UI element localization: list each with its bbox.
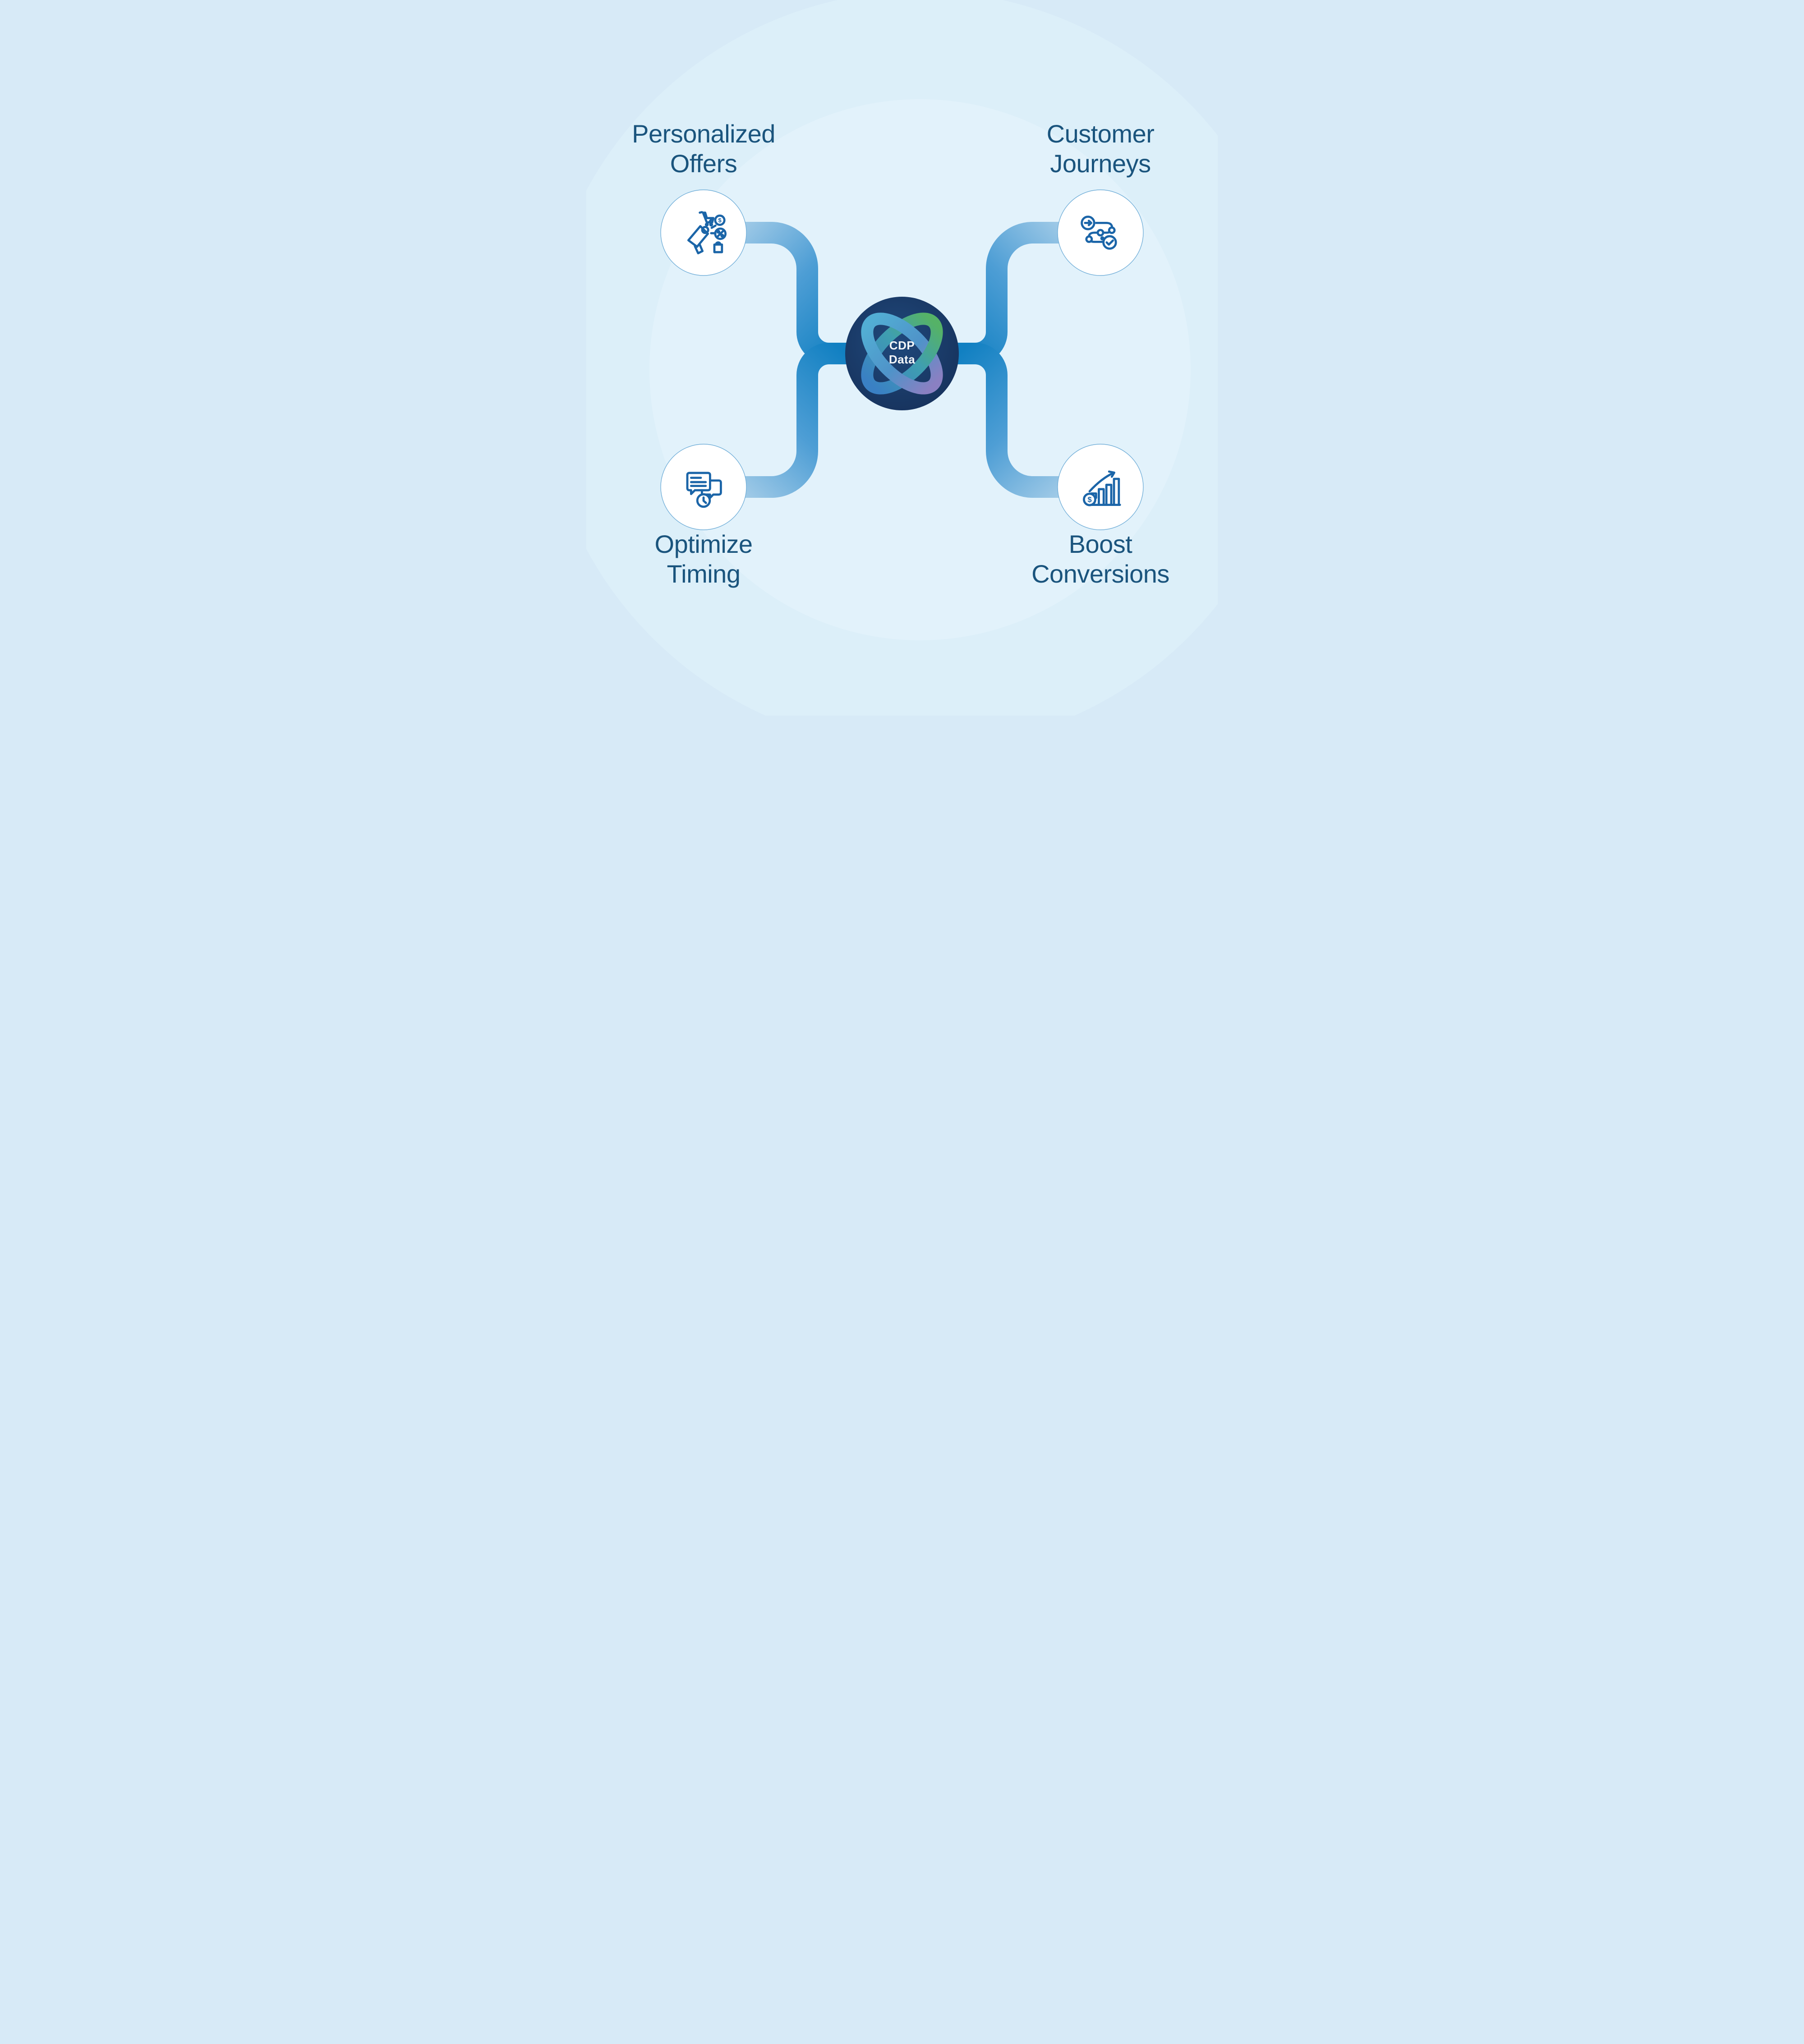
dollar-glyph: $ <box>1087 496 1092 504</box>
knot-ring-teal-purple <box>861 312 943 395</box>
label-line: Personalized <box>632 119 775 148</box>
center-hub <box>845 297 959 410</box>
node-label-optimize-timing: Optimize Timing <box>586 529 821 589</box>
label-line: Optimize <box>654 530 753 558</box>
chat-timing-icon <box>686 472 722 508</box>
connector-bottom-left <box>704 343 855 498</box>
node-label-customer-journeys: Customer Journeys <box>983 119 1218 179</box>
center-label-line: Data <box>888 353 916 366</box>
label-line: Boost <box>1068 530 1132 558</box>
node-label-boost-conversions: Boost Conversions <box>983 529 1218 589</box>
label-line: Customer <box>1046 119 1155 148</box>
label-line: Timing <box>667 560 741 588</box>
cdp-data-diagram: $ <box>586 0 1218 716</box>
node-label-personalized-offers: Personalized Offers <box>586 119 821 179</box>
promotion-megaphone-icon: $ <box>687 211 727 254</box>
node-circle-bottom-right <box>1057 444 1144 530</box>
knot-ring-blue-green <box>861 312 943 395</box>
connectors <box>704 222 1100 498</box>
cdp-knot-logo <box>861 312 943 395</box>
customer-journey-icon <box>1081 216 1117 250</box>
center-label-line: CDP <box>889 339 915 352</box>
growth-chart-icon: $ <box>1083 470 1121 506</box>
center-hub-label: CDP Data <box>857 339 947 367</box>
label-line: Conversions <box>1031 560 1169 588</box>
connector-bottom-right <box>949 343 1100 498</box>
diagram-canvas <box>586 0 1218 716</box>
dollar-glyph: $ <box>718 217 722 224</box>
label-line: Offers <box>670 149 737 178</box>
label-line: Journeys <box>1050 149 1151 178</box>
